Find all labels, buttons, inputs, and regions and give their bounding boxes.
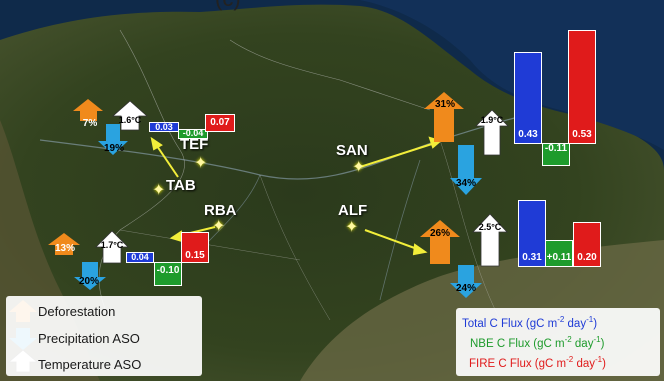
temperature-arrows xyxy=(95,100,509,267)
deforestation-arrow xyxy=(424,92,464,142)
nbe-flux-bar xyxy=(154,262,182,286)
site-star-tab: ✦ xyxy=(152,182,166,199)
legend-precipitation-label: Precipitation ASO xyxy=(38,331,140,346)
total-flux-bar xyxy=(518,200,546,267)
fire-flux-value: 0.07 xyxy=(210,117,230,128)
fire-flux-value: 0.15 xyxy=(185,250,205,261)
total-flux-bar xyxy=(149,122,179,132)
temperature-value: 1.7°C xyxy=(100,240,124,250)
connector-arrow xyxy=(364,229,421,251)
total-flux-value: 0.43 xyxy=(518,129,538,140)
site-label-san: SAN xyxy=(336,142,368,159)
country-border xyxy=(98,29,185,321)
temperature-arrow xyxy=(472,213,508,267)
temperature-arrow xyxy=(111,100,149,131)
arrowhead xyxy=(412,243,428,256)
temperature-value: 2.5°C xyxy=(478,222,502,232)
nbe-flux-bar xyxy=(542,143,570,166)
legend-deforestation-label: Deforestation xyxy=(38,304,116,319)
fire-flux-bar xyxy=(573,222,601,267)
precipitation-arrow xyxy=(74,262,106,290)
deforestation-value: 26% xyxy=(429,228,450,239)
legend-temperature-label: Temperature ASO xyxy=(38,357,142,372)
deforestation-value: 31% xyxy=(434,99,455,110)
precipitation-value: 20% xyxy=(78,276,99,287)
precipitation-value: 34% xyxy=(455,178,476,189)
nbe-flux-value: -0.11 xyxy=(544,143,568,154)
site-star-san: ✦ xyxy=(352,159,366,176)
deforestation-arrow xyxy=(420,220,460,264)
fire-flux-value: 0.53 xyxy=(572,129,592,140)
fire-flux-bar xyxy=(568,30,596,144)
nbe-flux-value: +0.11 xyxy=(546,252,572,263)
site-label-tef: TEF xyxy=(180,136,209,153)
amazon-river xyxy=(39,111,541,180)
site-star-alf: ✦ xyxy=(345,219,359,236)
nbe-flux-value: -0.10 xyxy=(156,265,180,276)
state-border xyxy=(119,139,501,321)
fire-flux-bar xyxy=(205,114,235,132)
site-label-rba: RBA xyxy=(204,202,237,219)
tributary-river xyxy=(379,159,421,301)
nbe-flux-bar xyxy=(178,129,208,139)
temperature-arrow xyxy=(475,109,509,156)
legend-total-flux: Total C Flux (gC m-2 day-1) xyxy=(462,315,598,330)
legend-flux xyxy=(456,308,660,376)
precipitation-arrow xyxy=(98,124,128,155)
site-label-tab: TAB xyxy=(166,177,196,194)
connector-arrow xyxy=(359,142,436,168)
panel-label: (c) xyxy=(215,0,241,12)
precipitation-value: 19% xyxy=(103,143,124,154)
country-border xyxy=(229,39,431,111)
nbe-flux-value: -0.04 xyxy=(182,128,204,138)
total-flux-bar xyxy=(126,252,154,263)
precipitation-value: 24% xyxy=(455,283,476,294)
site-star-rba: ✦ xyxy=(212,218,226,235)
precipitation-arrow xyxy=(450,145,482,195)
temperature-value: 1.6°C xyxy=(118,115,142,125)
total-flux-value: 0.04 xyxy=(131,252,149,262)
temperature-value: 1.9°C xyxy=(480,115,504,125)
total-flux-value: 0.31 xyxy=(522,252,542,263)
arrowhead xyxy=(150,136,163,151)
legend-drivers xyxy=(6,296,202,376)
deforestation-value: 7% xyxy=(82,118,98,129)
temperature-arrow xyxy=(95,230,129,264)
legend-fire-flux: FIRE C Flux (gC m-2 day-1) xyxy=(469,355,606,370)
fire-flux-value: 0.20 xyxy=(577,252,597,263)
deforestation-value: 13% xyxy=(54,243,75,254)
legend-nbe-flux: NBE C Flux (gC m-2 day-1) xyxy=(470,335,605,350)
precipitation-arrow xyxy=(450,265,482,298)
precipitation-arrows xyxy=(74,124,482,298)
deforestation-arrow xyxy=(73,99,103,121)
total-flux-value: 0.03 xyxy=(155,122,173,132)
site-star-tef: ✦ xyxy=(194,155,208,172)
nbe-flux-bar xyxy=(545,240,573,267)
connector-arrow xyxy=(154,142,179,178)
site-label-alf: ALF xyxy=(338,202,368,219)
deforestation-arrows xyxy=(48,92,464,264)
total-flux-bar xyxy=(514,52,542,144)
deforestation-arrow xyxy=(48,233,80,255)
fire-flux-bar xyxy=(181,232,209,263)
